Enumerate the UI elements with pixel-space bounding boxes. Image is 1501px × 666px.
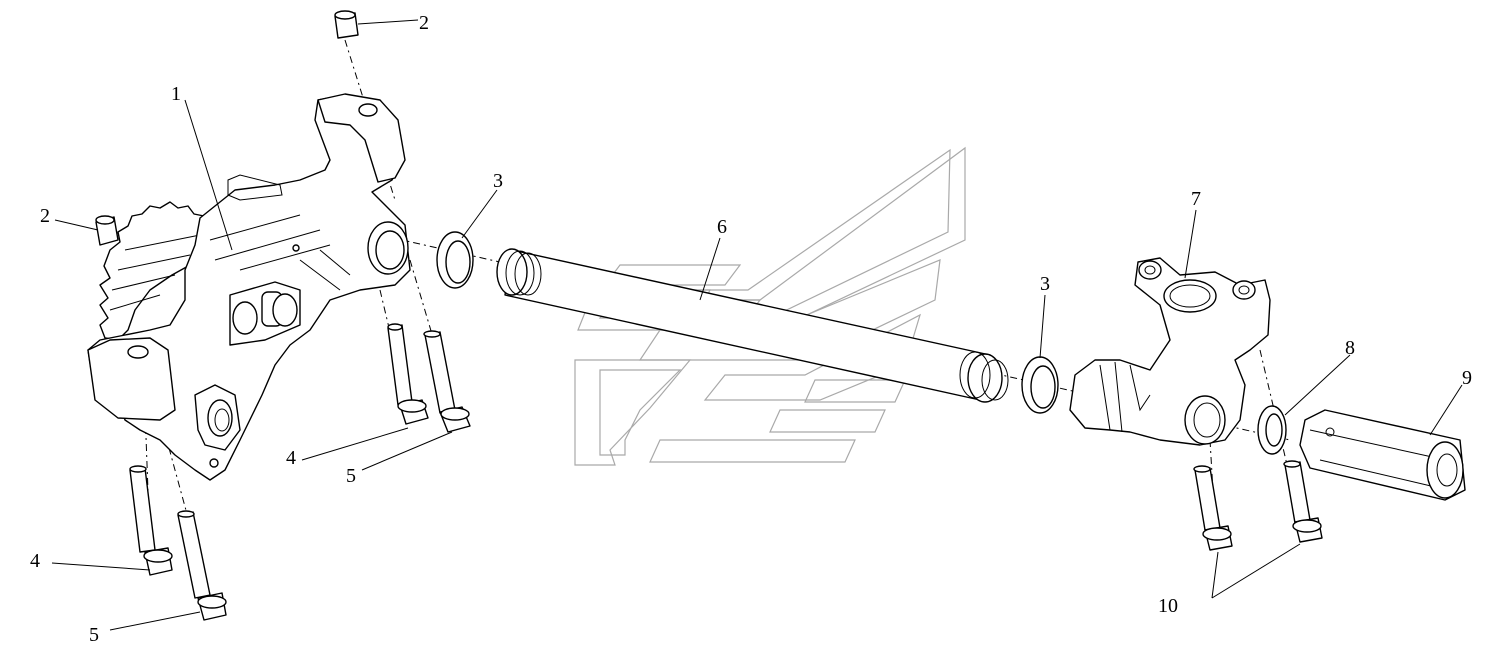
oil-transfer-tube xyxy=(496,248,1009,403)
callout-7: 7 xyxy=(1191,188,1201,210)
flange-bolt-5-upper xyxy=(423,330,471,433)
callout-5-lower: 5 xyxy=(89,624,99,646)
flange-bolt-4-lower xyxy=(129,465,173,576)
oil-pump-assembly xyxy=(87,93,411,481)
callout-3-left: 3 xyxy=(493,170,503,192)
seal-ring-right xyxy=(1021,356,1059,414)
seal-ring-left xyxy=(436,231,474,289)
callout-5-upper: 5 xyxy=(346,465,356,487)
callout-4-upper: 4 xyxy=(286,447,296,469)
flange-bolt-10-right xyxy=(1283,460,1323,543)
callout-8: 8 xyxy=(1345,337,1355,359)
hex-adapter-fitting xyxy=(1299,409,1466,501)
dowel-sleeve-left xyxy=(95,215,119,246)
dowel-sleeve-top xyxy=(334,10,359,39)
callout-10: 10 xyxy=(1158,595,1178,617)
flange-bolt-5-lower xyxy=(177,510,227,621)
callout-1: 1 xyxy=(171,83,181,105)
callout-2-top: 2 xyxy=(419,12,429,34)
callout-labels: 2 1 2 3 6 3 7 8 9 4 5 4 5 10 xyxy=(30,12,1472,646)
flange-bolt-10-left xyxy=(1193,465,1233,551)
callout-9: 9 xyxy=(1462,367,1472,389)
leader-lines xyxy=(51,19,1463,631)
callout-6: 6 xyxy=(717,216,727,238)
sealing-washer xyxy=(1257,405,1287,455)
outlet-elbow-fitting xyxy=(1069,257,1271,446)
callout-2-left: 2 xyxy=(40,205,50,227)
callout-3-right: 3 xyxy=(1040,273,1050,295)
callout-4-lower: 4 xyxy=(30,550,40,572)
flange-bolt-4-upper xyxy=(387,323,429,425)
